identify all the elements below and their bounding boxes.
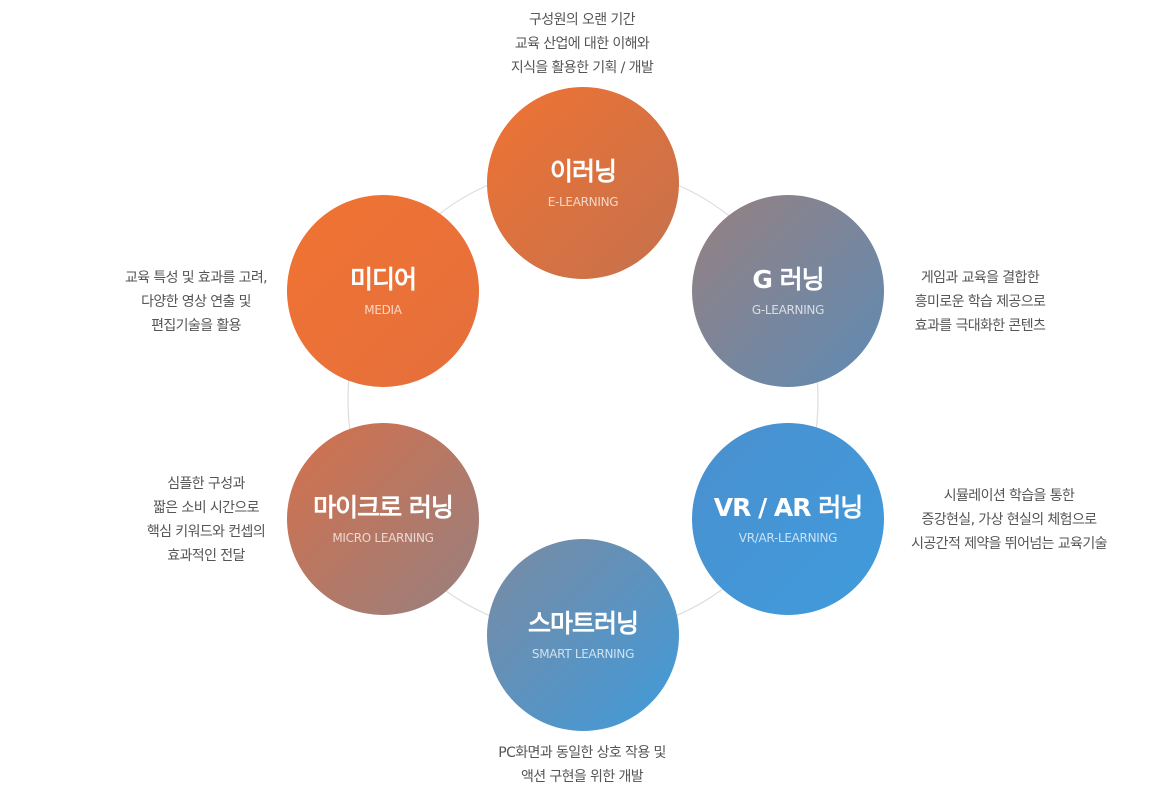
desc-elearning-line-1: 구성원의 오랜 기간 [529,12,636,28]
desc-media-line-1: 교육 특성 및 효과를 고려, [124,270,268,286]
desc-elearning-line-2: 교육 산업에 대한 이해와 [514,36,650,52]
node-elearning[interactable]: 이러닝 E-LEARNING [487,87,679,279]
desc-media-line-3: 편집기술을 활용 [151,318,241,334]
desc-micro: 심플한 구성과 짧은 소비 시간으로 핵심 키워드와 컨셉의 효과적인 전달 [86,472,326,568]
desc-vrar-line-1: 시뮬레이션 학습을 통한 [943,488,1075,504]
desc-elearning: 구성원의 오랜 기간 교육 산업에 대한 이해와 지식을 활용한 기획 / 개발 [462,8,702,80]
node-vrar-title: VR / AR 러닝 [713,493,863,522]
node-smart-subtitle: SMART LEARNING [531,647,635,661]
node-glearning-title: G 러닝 [752,265,824,294]
desc-media-line-2: 다양한 영상 연출 및 [141,294,251,310]
desc-smart-line-2: 액션 구현을 위한 개발 [520,769,644,785]
desc-glearning-line-1: 게임과 교육을 결합한 [920,270,1040,286]
node-media-title: 미디어 [349,265,417,294]
desc-micro-line-3: 핵심 키워드와 컨셉의 [146,524,266,540]
node-micro[interactable]: 마이크로 러닝 MICRO LEARNING [287,423,479,615]
desc-micro-line-2: 짧은 소비 시간으로 [153,500,260,516]
desc-glearning-line-3: 효과를 극대화한 콘텐츠 [914,318,1046,334]
node-glearning-subtitle: G-LEARNING [751,303,825,317]
desc-glearning: 게임과 교육을 결합한 흥미로운 학습 제공으로 효과를 극대화한 콘텐츠 [860,266,1100,338]
node-glearning[interactable]: G 러닝 G-LEARNING [692,195,884,387]
desc-smart: PC화면과 동일한 상호 작용 및 액션 구현을 위한 개발 [462,741,702,789]
node-elearning-title: 이러닝 [549,157,617,186]
node-media-subtitle: MEDIA [364,303,402,317]
desc-micro-line-4: 효과적인 전달 [167,548,245,564]
node-vrar-subtitle: VR/AR-LEARNING [738,531,838,545]
desc-micro-line-1: 심플한 구성과 [167,476,245,492]
desc-vrar-line-2: 증강현실, 가상 현실의 체험으로 [921,512,1097,528]
node-vrar[interactable]: VR / AR 러닝 VR/AR-LEARNING [692,423,884,615]
node-smart[interactable]: 스마트러닝 SMART LEARNING [487,539,679,731]
node-media[interactable]: 미디어 MEDIA [287,195,479,387]
node-elearning-subtitle: E-LEARNING [547,195,619,209]
node-micro-subtitle: MICRO LEARNING [332,531,434,545]
node-smart-title: 스마트러닝 [527,609,639,638]
node-micro-title: 마이크로 러닝 [313,493,454,522]
desc-elearning-line-3: 지식을 활용한 기획 / 개발 [510,60,654,76]
desc-vrar-line-3: 시공간적 제약을 뛰어넘는 교육기술 [911,536,1107,552]
desc-smart-line-1: PC화면과 동일한 상호 작용 및 [498,745,666,761]
desc-vrar: 시뮬레이션 학습을 통한 증강현실, 가상 현실의 체험으로 시공간적 제약을 … [889,484,1129,556]
desc-glearning-line-2: 흥미로운 학습 제공으로 [914,294,1046,310]
desc-media: 교육 특성 및 효과를 고려, 다양한 영상 연출 및 편집기술을 활용 [76,266,316,338]
